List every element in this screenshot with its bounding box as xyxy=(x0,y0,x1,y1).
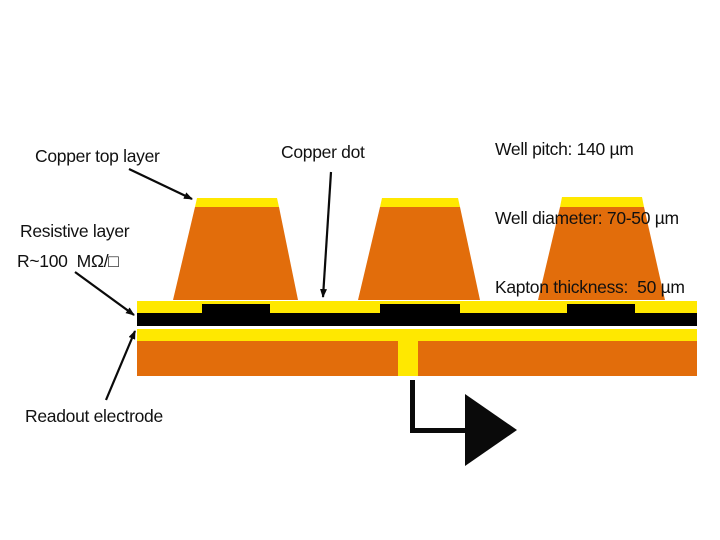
resistive-gap-3 xyxy=(567,304,635,326)
kapton-well-2 xyxy=(358,207,480,300)
kapton-well-1 xyxy=(173,207,298,300)
kapton-well-3 xyxy=(538,207,665,300)
copper-top-cap-2 xyxy=(380,198,460,207)
signal-arrow-line xyxy=(410,380,465,433)
readout-electrode-arrow-icon xyxy=(104,330,137,401)
copper-top-layer-label: Copper top layer xyxy=(35,146,160,166)
resistive-gap-2 xyxy=(380,304,460,326)
resistive-gap-1 xyxy=(202,304,270,326)
readout-electrode-label: Readout electrode xyxy=(25,406,163,426)
annotation-arrows xyxy=(74,168,333,401)
copper-top-layer-arrow-icon xyxy=(128,168,193,200)
resistive-structures xyxy=(137,304,697,326)
kapton-thickness-spec: Kapton thickness: 50 µm xyxy=(495,277,685,297)
signal-arrowhead-icon xyxy=(465,394,517,466)
copper-dot-arrow-icon xyxy=(320,171,333,298)
resistive-layer-label: Resistive layer xyxy=(20,221,130,241)
readout-via xyxy=(398,330,418,376)
well-pitch-spec: Well pitch: 140 µm xyxy=(495,139,634,159)
copper-top-cap-1 xyxy=(195,198,279,207)
signal-arrow-icon xyxy=(410,380,517,466)
copper-top-cap-3 xyxy=(560,197,644,207)
resistive-layer-arrow-icon xyxy=(74,271,135,316)
resistivity-value-label: R~100 MΩ/□ xyxy=(17,251,119,271)
copper-dot-label: Copper dot xyxy=(281,142,365,162)
well-specs-block: Well pitch: 140 µm Well diameter: 70-50 … xyxy=(495,92,685,345)
well-diameter-spec: Well diameter: 70-50 µm xyxy=(495,208,679,228)
